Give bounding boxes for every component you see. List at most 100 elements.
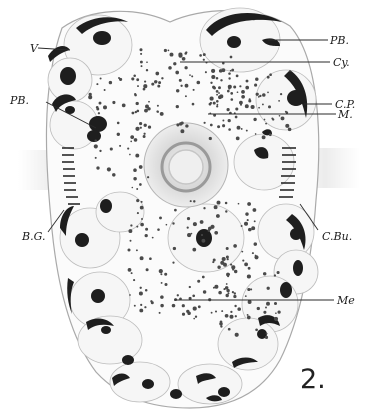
stipple-dot — [175, 71, 179, 75]
stipple-dot — [156, 81, 158, 83]
stipple-dot — [193, 318, 195, 320]
stipple-dot — [149, 257, 152, 260]
stipple-dot — [94, 139, 96, 141]
stipple-dot — [230, 92, 233, 95]
stipple-dot — [103, 105, 107, 109]
stipple-dot — [274, 317, 278, 321]
stipple-dot — [222, 124, 225, 127]
stipple-dot — [226, 283, 228, 285]
stipple-dot — [127, 148, 129, 150]
stipple-dot — [274, 302, 277, 305]
stipple-dot — [118, 77, 120, 79]
stipple-dot — [145, 289, 148, 292]
stipple-dot — [213, 87, 216, 90]
stipple-dot — [179, 122, 182, 125]
stipple-dot — [145, 228, 148, 231]
stipple-dot — [213, 259, 216, 262]
stipple-dot — [203, 59, 205, 61]
stipple-dot — [264, 119, 266, 121]
stipple-dot — [140, 48, 143, 51]
stipple-dot — [237, 91, 239, 93]
stipple-dot — [205, 71, 207, 73]
stipple-dot — [245, 104, 249, 108]
stipple-dot — [228, 328, 231, 331]
stipple-dot — [267, 287, 270, 290]
stipple-dot — [279, 115, 281, 117]
stipple-dot — [160, 273, 162, 275]
stipple-dot — [226, 256, 229, 259]
stipple-dot — [88, 95, 92, 99]
stipple-dot — [217, 265, 220, 268]
stipple-dot — [223, 263, 227, 267]
stipple-dot — [110, 147, 113, 150]
stipple-dot — [230, 315, 234, 319]
stipple-dot — [192, 248, 196, 252]
stipple-dot — [131, 272, 133, 274]
stipple-dot — [201, 234, 203, 236]
stipple-dot — [251, 105, 255, 109]
stipple-dot — [246, 80, 249, 83]
stipple-dot — [241, 128, 243, 130]
stipple-dot — [117, 122, 120, 125]
stipple-dot — [265, 307, 267, 309]
stipple-dot — [146, 69, 148, 71]
stipple-dot — [222, 120, 224, 122]
stipple-dot — [256, 93, 259, 96]
stipple-dot — [220, 79, 222, 81]
stipple-dot — [203, 290, 206, 293]
stipple-dot — [140, 287, 142, 289]
stipple-dot — [187, 217, 190, 220]
stipple-dot — [99, 102, 102, 105]
stipple-dot — [274, 274, 276, 276]
stipple-dot — [262, 93, 266, 97]
stipple-dot — [112, 173, 115, 176]
stipple-dot — [226, 247, 229, 250]
stipple-dot — [95, 157, 97, 159]
stipple-dot — [159, 269, 163, 273]
stipple-dot — [189, 297, 192, 300]
stipple-dot — [232, 268, 234, 270]
label-m: M. — [337, 108, 353, 121]
stipple-dot — [159, 216, 162, 219]
stipple-dot — [222, 257, 226, 261]
stipple-dot — [214, 231, 218, 235]
stipple-dot — [253, 208, 257, 212]
stipple-dot — [262, 135, 266, 139]
stipple-dot — [241, 225, 243, 227]
stipple-dot — [197, 280, 200, 283]
stipple-dot — [185, 124, 188, 127]
stipple-dot — [143, 84, 147, 88]
stipple-dot — [96, 83, 98, 85]
stipple-dot — [244, 263, 248, 267]
stipple-dot — [112, 101, 115, 104]
stipple-dot — [144, 81, 146, 83]
stipple-dot — [241, 90, 245, 94]
stipple-dot — [216, 77, 219, 80]
stipple-dot — [100, 77, 102, 79]
stipple-dot — [191, 233, 193, 235]
stipple-dot — [216, 94, 218, 96]
stipple-dot — [217, 125, 220, 128]
label-cbu: C.Bu. — [322, 230, 352, 243]
stipple-dot — [148, 125, 151, 128]
stipple-dot — [213, 287, 215, 289]
stipple-dot — [151, 83, 154, 86]
stipple-dot — [232, 291, 234, 293]
stipple-dot — [166, 224, 168, 226]
label-bg: B.G. — [21, 230, 45, 243]
stipple-dot — [200, 220, 204, 224]
stipple-dot — [192, 294, 195, 297]
stipple-dot — [136, 199, 139, 202]
stipple-dot — [217, 201, 221, 205]
stipple-dot — [131, 187, 133, 189]
stipple-dot — [133, 75, 136, 78]
stipple-dot — [230, 70, 232, 72]
stipple-dot — [236, 137, 240, 141]
stipple-dot — [144, 124, 147, 127]
stipple-dot — [193, 222, 197, 226]
stipple-dot — [218, 92, 220, 94]
stipple-dot — [146, 268, 149, 271]
label-v: V — [30, 42, 39, 55]
stipple-dot — [210, 97, 214, 101]
stipple-dot — [143, 88, 146, 91]
